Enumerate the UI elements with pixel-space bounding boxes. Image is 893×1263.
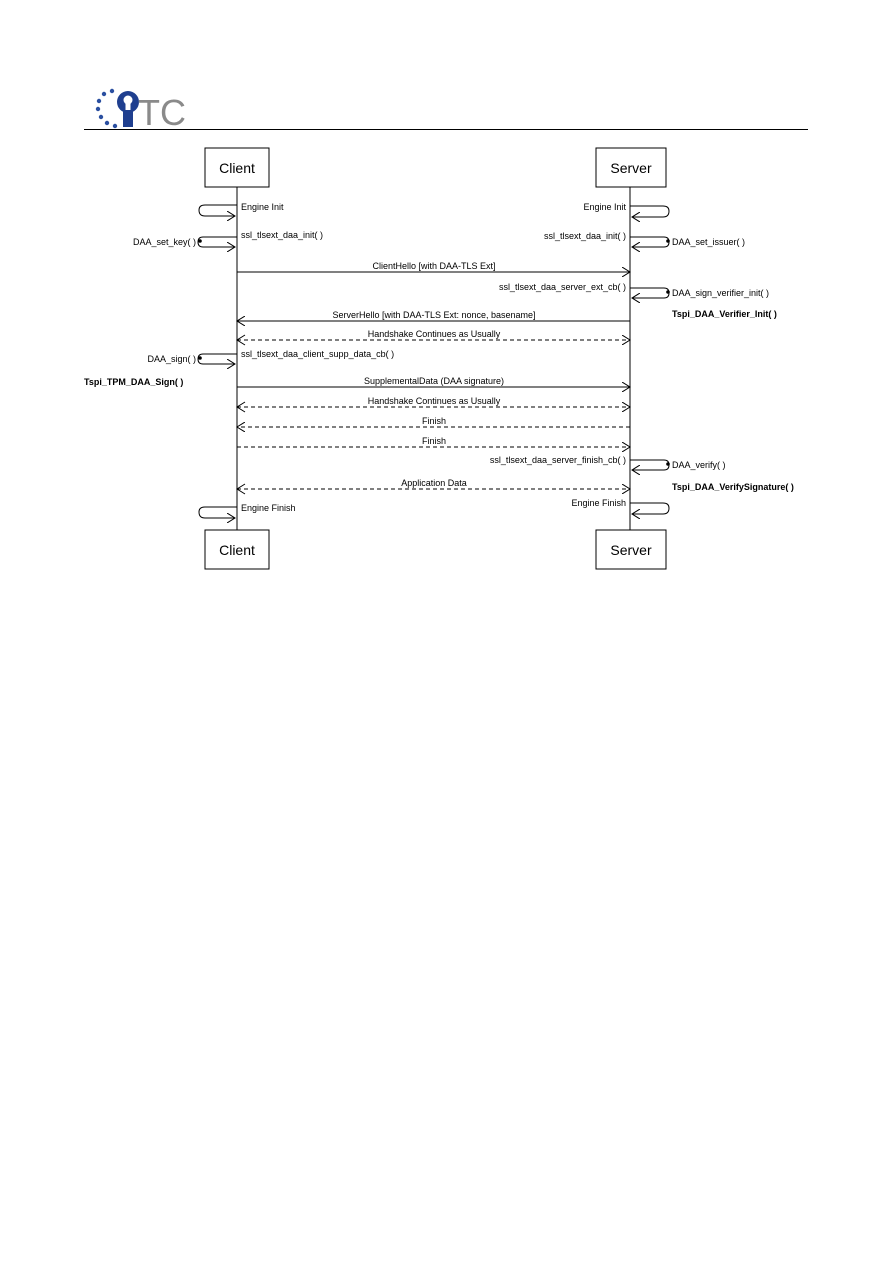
client-sign-loop	[197, 353, 237, 364]
client-label-top: Client	[219, 160, 255, 176]
server-ext-cb-loop	[630, 287, 670, 298]
keyhole-icon	[117, 91, 139, 127]
header-rule	[84, 129, 808, 130]
supplemental-data-label: SupplementalData (DAA signature)	[364, 376, 504, 386]
server-engine-finish-loop	[630, 502, 670, 514]
client-supp-data-cb-label: ssl_tlsext_daa_client_supp_data_cb( )	[241, 349, 394, 359]
finish-client-label: Finish	[422, 436, 446, 446]
client-tspi-sign-label: Tspi_TPM_DAA_Sign( )	[84, 377, 183, 387]
star-ring-icon	[95, 88, 118, 129]
server-engine-finish-label: Engine Finish	[571, 498, 626, 508]
handshake-continues-2-label: Handshake Continues as Usually	[368, 396, 501, 406]
client-set-key-label: DAA_set_key( )	[133, 237, 196, 247]
server-tspi-verifier-init-label: Tspi_DAA_Verifier_Init( )	[672, 309, 777, 319]
client-init-loop	[197, 236, 237, 247]
application-data-label: Application Data	[401, 478, 467, 488]
server-tspi-verify-label: Tspi_DAA_VerifySignature( )	[672, 482, 794, 492]
server-init-label: ssl_tlsext_daa_init( )	[544, 231, 626, 241]
server-engine-init-label: Engine Init	[583, 202, 626, 212]
client-sign-label: DAA_sign( )	[147, 354, 196, 364]
client-hello-label: ClientHello [with DAA-TLS Ext]	[372, 261, 495, 271]
logo-text: TC	[138, 92, 186, 130]
client-box-bottom: Client	[204, 529, 270, 570]
server-set-issuer-label: DAA_set_issuer( )	[672, 237, 745, 247]
opentc-logo: TC	[95, 88, 186, 130]
server-ext-cb-label: ssl_tlsext_daa_server_ext_cb( )	[499, 282, 626, 292]
client-label-bottom: Client	[219, 542, 255, 558]
client-engine-finish-label: Engine Finish	[241, 503, 296, 513]
server-label-bottom: Server	[610, 542, 652, 558]
server-verify-label: DAA_verify( )	[672, 460, 726, 470]
handshake-continues-1-label: Handshake Continues as Usually	[368, 329, 501, 339]
finish-server-label: Finish	[422, 416, 446, 426]
server-hello-label: ServerHello [with DAA-TLS Ext: nonce, ba…	[332, 310, 535, 320]
client-engine-finish-loop	[198, 506, 237, 518]
server-finish-cb-loop	[630, 459, 670, 470]
client-engine-init-label: Engine Init	[241, 202, 284, 212]
server-sign-verifier-init-label: DAA_sign_verifier_init( )	[672, 288, 769, 298]
client-engine-init-loop	[198, 204, 237, 216]
server-engine-init-loop	[630, 205, 670, 217]
server-finish-cb-label: ssl_tlsext_daa_server_finish_cb( )	[490, 455, 626, 465]
server-box-bottom: Server	[595, 529, 667, 570]
client-box-top: Client	[204, 147, 270, 188]
server-label-top: Server	[610, 160, 652, 176]
server-init-loop	[630, 236, 670, 247]
server-box-top: Server	[595, 147, 667, 188]
client-init-label: ssl_tlsext_daa_init( )	[241, 230, 323, 240]
